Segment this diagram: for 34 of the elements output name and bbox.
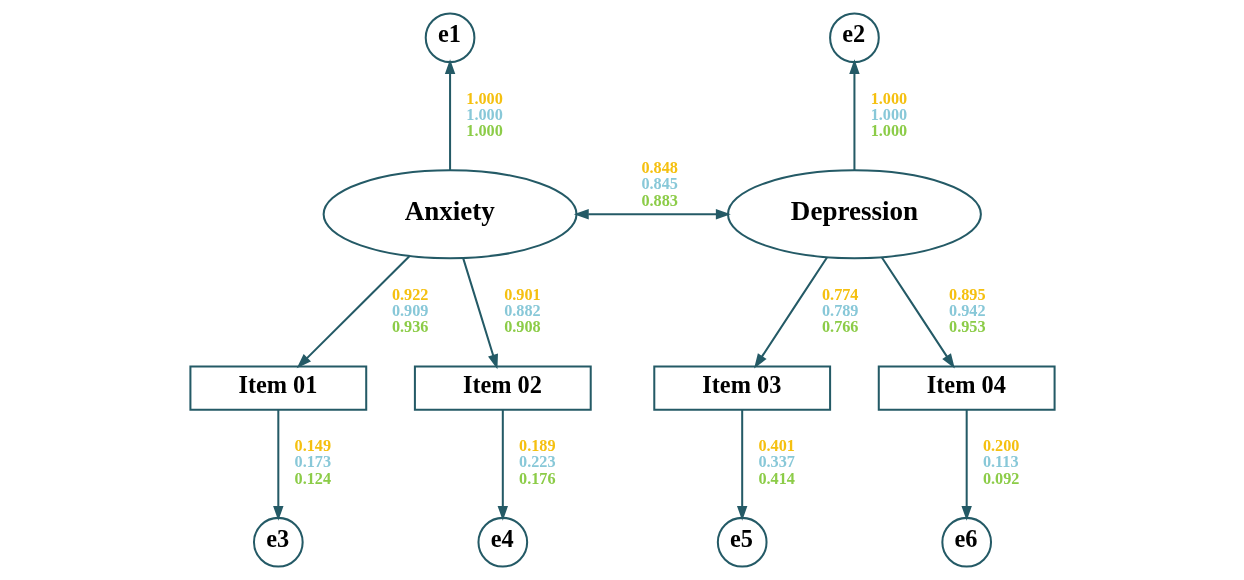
arrow xyxy=(960,409,972,521)
edge-label: 0.895 0.942 0.953 xyxy=(948,285,986,337)
node-ellipse: Depression xyxy=(726,169,982,260)
edge-label: 0.149 0.173 0.124 xyxy=(294,437,331,488)
edge-label: 1.000 1.000 1.000 xyxy=(465,89,503,140)
node-ellipse: Anxiety xyxy=(322,169,578,260)
edge-label: 0.189 0.223 0.176 xyxy=(518,437,556,488)
node-circle: e4 xyxy=(476,516,528,568)
node-circle: e2 xyxy=(828,12,880,64)
edge-label: 0.200 0.113 0.092 xyxy=(982,437,1019,488)
node-circle: e5 xyxy=(716,516,768,568)
node-box: Item 04 xyxy=(877,365,1056,411)
node-box: Item 03 xyxy=(652,365,831,411)
arrow xyxy=(497,409,508,521)
arrow xyxy=(444,59,455,170)
arrow xyxy=(753,256,828,369)
edge-label: 0.848 0.845 0.883 xyxy=(640,159,678,210)
edge-label: 0.922 0.909 0.936 xyxy=(391,285,428,337)
arrow xyxy=(880,256,955,369)
arrow xyxy=(736,409,747,521)
arrow xyxy=(848,59,860,170)
arrow xyxy=(461,258,498,370)
arrow xyxy=(573,209,731,220)
edge-label: 1.000 1.000 1.000 xyxy=(870,89,907,140)
node-box: Item 01 xyxy=(188,365,367,411)
edge-label: 0.401 0.337 0.414 xyxy=(757,437,795,488)
edge-label: 0.901 0.882 0.908 xyxy=(503,285,541,337)
node-circle: e6 xyxy=(940,516,992,568)
node-circle: e1 xyxy=(424,12,475,64)
node-circle: e3 xyxy=(252,516,304,568)
node-box: Item 02 xyxy=(413,365,592,411)
arrow xyxy=(272,409,284,521)
edge-label: 0.774 0.789 0.766 xyxy=(821,285,858,337)
arrow xyxy=(296,255,410,369)
